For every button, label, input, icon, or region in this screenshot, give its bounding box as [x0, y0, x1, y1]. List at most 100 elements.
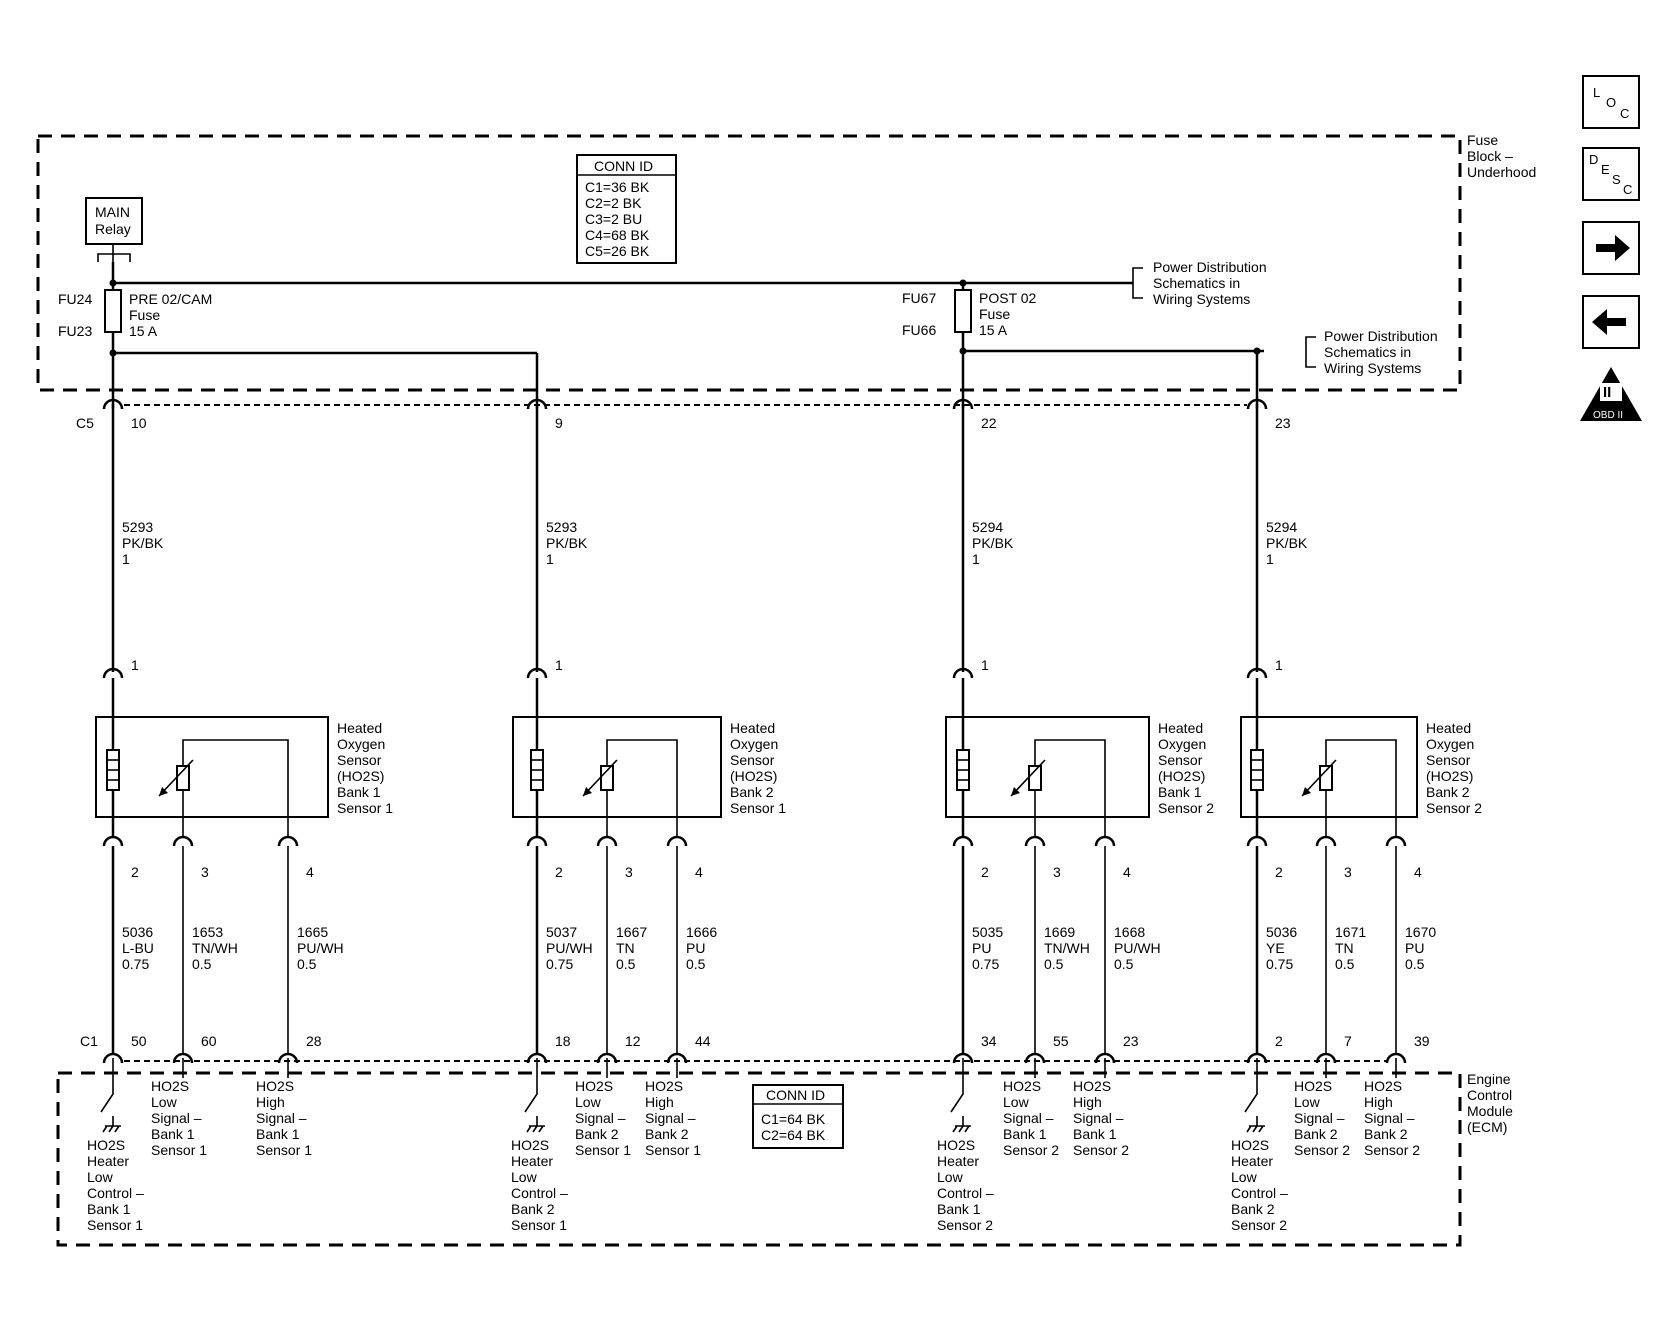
svg-text:1: 1	[546, 551, 554, 567]
svg-text:Bank 1: Bank 1	[1073, 1126, 1117, 1142]
svg-text:1670: 1670	[1405, 924, 1436, 940]
ecm-pin-50-connector	[102, 1052, 124, 1064]
desc-button[interactable]: D E S C	[1582, 147, 1640, 201]
sensor-pin-2-connector	[102, 835, 124, 847]
svg-text:Sensor 1: Sensor 1	[87, 1217, 143, 1233]
svg-text:Signal –: Signal –	[575, 1110, 626, 1126]
sensor-pin-3-connector	[1024, 835, 1046, 847]
svg-text:Heater: Heater	[87, 1153, 129, 1169]
svg-text:5293: 5293	[546, 519, 577, 535]
svg-text:Underhood: Underhood	[1467, 164, 1536, 180]
sensor-box	[512, 716, 722, 818]
ecm-pin-44-label: 44	[695, 1033, 711, 1049]
svg-text:0.75: 0.75	[122, 956, 149, 972]
svg-text:Sensor 2: Sensor 2	[1364, 1142, 1420, 1158]
svg-text:Heated: Heated	[1426, 720, 1471, 736]
heater-switch	[950, 1078, 964, 1126]
sensor-box	[945, 716, 1150, 818]
ecm-pin-39-connector	[1385, 1052, 1407, 1064]
svg-text:0.75: 0.75	[546, 956, 573, 972]
svg-text:Fuse: Fuse	[979, 306, 1010, 322]
sensor-pin-3-label: 3	[625, 864, 633, 880]
sensing-element-wiring	[1325, 739, 1397, 817]
svg-text:1667: 1667	[616, 924, 647, 940]
sensor-pin-4-connector	[277, 835, 299, 847]
svg-text:Low: Low	[1294, 1094, 1321, 1110]
svg-text:PU: PU	[686, 940, 705, 956]
ground-icon	[952, 1125, 971, 1133]
svg-text:Bank 2: Bank 2	[1426, 784, 1470, 800]
svg-text:5294: 5294	[1266, 519, 1297, 535]
svg-text:(HO2S): (HO2S)	[730, 768, 777, 784]
svg-text:Oxygen: Oxygen	[730, 736, 778, 752]
sensor-pin-4-label: 4	[306, 864, 314, 880]
ecm-pin-2-label: 2	[1275, 1033, 1283, 1049]
svg-text:E: E	[1601, 162, 1610, 177]
svg-text:FU67: FU67	[902, 290, 936, 306]
connector-c5-pin-22	[952, 398, 974, 410]
svg-text:HO2S: HO2S	[1231, 1137, 1269, 1153]
svg-text:Signal –: Signal –	[151, 1110, 202, 1126]
heater-switch	[100, 1078, 114, 1126]
power-bus	[109, 262, 1264, 408]
sensor-pin-3-label: 3	[1053, 864, 1061, 880]
svg-text:C2=64 BK: C2=64 BK	[761, 1127, 826, 1143]
feed-pin-label: 23	[1275, 415, 1291, 431]
arrow-right-icon[interactable]	[1582, 221, 1640, 275]
power-distribution-ref-2: Power Distribution Schematics in Wiring …	[1305, 328, 1438, 376]
svg-text:Sensor 2: Sensor 2	[1426, 800, 1482, 816]
connector-c1-label: C1	[80, 1033, 98, 1049]
svg-text:0.5: 0.5	[616, 956, 636, 972]
svg-text:(HO2S): (HO2S)	[1158, 768, 1205, 784]
svg-text:PU: PU	[972, 940, 991, 956]
sensor-pin-4-connector	[1094, 835, 1116, 847]
svg-text:C: C	[1620, 106, 1629, 121]
ecm-pin-55-label: 55	[1053, 1033, 1069, 1049]
svg-text:Module: Module	[1467, 1103, 1513, 1119]
svg-text:CONN ID: CONN ID	[594, 158, 653, 174]
svg-text:1668: 1668	[1114, 924, 1145, 940]
svg-text:PU/WH: PU/WH	[297, 940, 344, 956]
svg-text:HO2S: HO2S	[151, 1078, 189, 1094]
svg-text:PK/BK: PK/BK	[546, 535, 588, 551]
svg-text:1666: 1666	[686, 924, 717, 940]
svg-text:Power Distribution: Power Distribution	[1153, 259, 1267, 275]
ecm-pin-12-label: 12	[625, 1033, 641, 1049]
svg-text:Control –: Control –	[511, 1185, 568, 1201]
svg-text:PU: PU	[1405, 940, 1424, 956]
svg-text:Sensor 1: Sensor 1	[730, 800, 786, 816]
svg-text:PU/WH: PU/WH	[546, 940, 593, 956]
svg-text:Sensor 1: Sensor 1	[575, 1142, 631, 1158]
sensor-pin-3-label: 3	[1344, 864, 1352, 880]
svg-text:Sensor 2: Sensor 2	[1003, 1142, 1059, 1158]
sensor-pin-3-connector	[1315, 835, 1337, 847]
fuse-pre-o2-label: FU24 FU23 PRE 02/CAM Fuse 15 A	[58, 291, 212, 339]
svg-text:5293: 5293	[122, 519, 153, 535]
svg-text:FU24: FU24	[58, 291, 92, 307]
loc-button[interactable]: L O C	[1582, 75, 1640, 129]
sensor-pin-2-label: 2	[981, 864, 989, 880]
sensor-circuit-1: 105293PK/BK11HeatedOxygenSensor(HO2S)Ban…	[87, 398, 393, 1233]
ecm-pin-34-connector	[952, 1052, 974, 1064]
conn-id-table-bottom: CONN ID C1=64 BK C2=64 BK	[752, 1084, 844, 1149]
svg-text:C4=68 BK: C4=68 BK	[585, 227, 650, 243]
svg-text:(ECM): (ECM)	[1467, 1119, 1507, 1135]
svg-text:Heater: Heater	[1231, 1153, 1273, 1169]
svg-text:1: 1	[972, 551, 980, 567]
svg-text:Heater: Heater	[511, 1153, 553, 1169]
svg-text:O: O	[1606, 95, 1616, 110]
svg-text:S: S	[1612, 172, 1621, 187]
svg-text:(HO2S): (HO2S)	[337, 768, 384, 784]
svg-text:Sensor: Sensor	[337, 752, 382, 768]
arrow-left-icon[interactable]	[1582, 295, 1640, 349]
